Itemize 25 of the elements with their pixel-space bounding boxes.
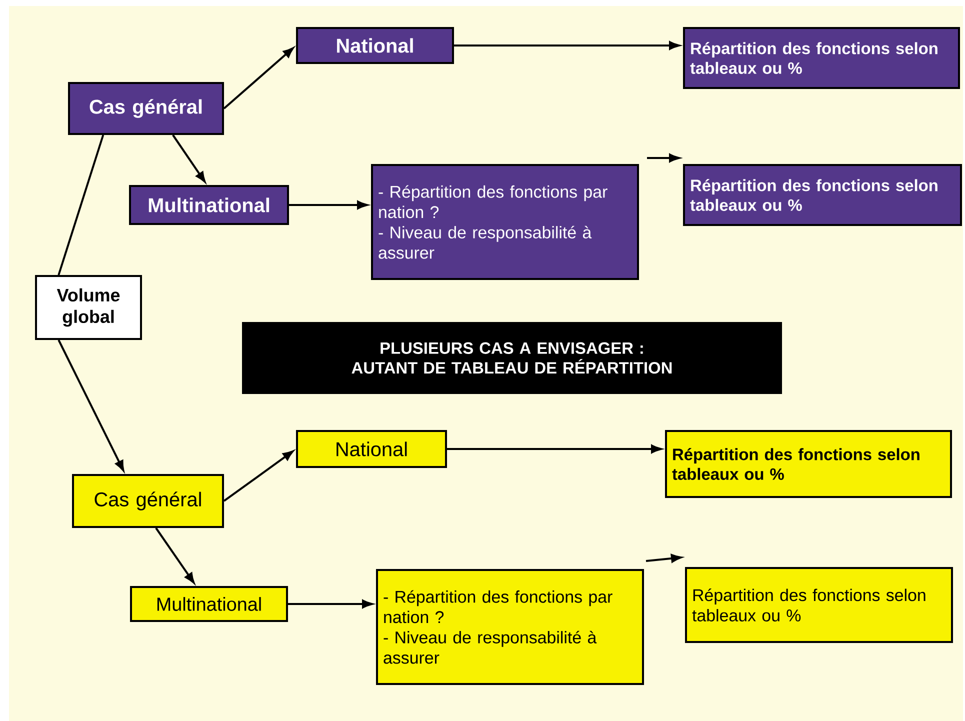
result-box: Répartition des fonctions selon tableaux ou % [685,567,953,643]
arrow [172,134,206,182]
result-box: Répartition des fonctions selon tableaux ou % [683,27,960,89]
process-box: Cas général [72,474,224,528]
arrow [223,47,294,110]
arrow [647,154,680,162]
process-box: Multinational [130,586,288,622]
process-box: National [296,27,454,64]
note-box: - Répartition des fonctions par nation ? - Niveau de responsabilité à assurer [371,164,639,280]
arrow [454,41,680,50]
arrow [223,450,294,502]
result-box: Répartition des fonctions selon tableaux ou % [683,164,962,226]
arrow [447,444,662,454]
process-box: Multinational [129,185,289,225]
note-box: - Répartition des fonctions par nation ? - Niveau de responsabilité à assurer [376,569,644,685]
process-box: Cas général [68,82,224,135]
arrow [155,527,195,584]
arrow [288,600,373,608]
arrow [58,340,124,472]
arrow [646,554,682,563]
start-box: Volume global [35,275,142,340]
result-box: Répartition des fonctions selon tableaux ou % [665,430,952,498]
process-box: National [296,430,447,468]
banner-box: PLUSIEURS CAS A ENVISAGER : AUTANT DE TABLEAU DE RÉPARTITION [242,322,782,394]
arrow [289,200,368,210]
